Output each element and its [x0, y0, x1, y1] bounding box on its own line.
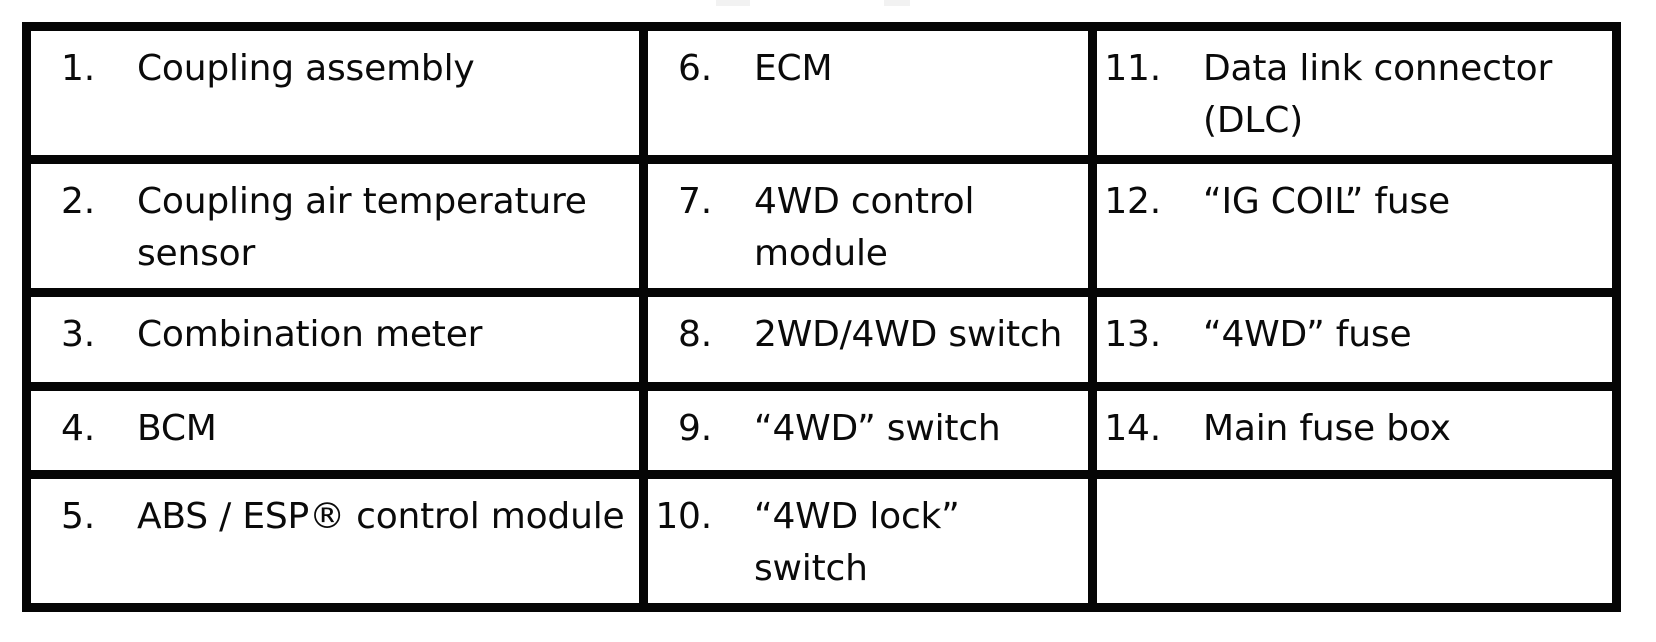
scan-artifact	[716, 0, 750, 6]
table-cell-item-13: 13. “4WD” fuse	[1088, 288, 1621, 391]
item-number: 2.	[61, 181, 95, 222]
item-number: 10.	[655, 496, 712, 537]
table-cell-item-6: 6. ECM	[639, 22, 1097, 164]
item-number: 13.	[1104, 314, 1161, 355]
table-cell-item-8: 8. 2WD/4WD switch	[639, 288, 1097, 391]
item-number: 7.	[678, 181, 712, 222]
item-number: 14.	[1104, 408, 1161, 449]
table-cell-item-5: 5. ABS / ESP® control module	[22, 470, 648, 612]
item-number: 5.	[61, 496, 95, 537]
table-cell-empty	[1088, 470, 1621, 612]
table-cell-item-2: 2. Coupling air temperature sensor	[22, 155, 648, 297]
table-row: 2. Coupling air temperature sensor 7. 4W…	[22, 155, 1621, 297]
item-label: ECM	[754, 48, 833, 89]
item-number: 9.	[678, 408, 712, 449]
item-label: “4WD” fuse	[1203, 314, 1412, 355]
item-label: Combination meter	[137, 314, 483, 355]
item-label: Coupling assembly	[137, 48, 475, 89]
item-label: Coupling air temperature sensor	[137, 181, 587, 274]
item-number: 1.	[61, 48, 95, 89]
item-label: Data link connector (DLC)	[1203, 48, 1553, 141]
table-cell-item-10: 10. “4WD lock” switch	[639, 470, 1097, 612]
item-label: Main fuse box	[1203, 408, 1451, 449]
components-table: 1. Coupling assembly 6. ECM 11. Data lin…	[22, 22, 1621, 612]
table-row: 4. BCM 9. “4WD” switch 14. Main fuse box	[22, 382, 1621, 479]
item-label: 2WD/4WD switch	[754, 314, 1063, 355]
item-label: 4WD control module	[754, 181, 975, 274]
table-cell-item-9: 9. “4WD” switch	[639, 382, 1097, 479]
item-number: 3.	[61, 314, 95, 355]
table-cell-item-14: 14. Main fuse box	[1088, 382, 1621, 479]
table-row: 3. Combination meter 8. 2WD/4WD switch 1…	[22, 288, 1621, 391]
item-label: “IG COIL” fuse	[1203, 181, 1450, 222]
scan-artifact	[884, 0, 910, 6]
item-number: 11.	[1104, 48, 1161, 89]
item-label: BCM	[137, 408, 217, 449]
item-number: 12.	[1104, 181, 1161, 222]
item-label: ABS / ESP® control module	[137, 496, 625, 537]
table-cell-item-3: 3. Combination meter	[22, 288, 648, 391]
table-cell-item-7: 7. 4WD control module	[639, 155, 1097, 297]
table-cell-item-12: 12. “IG COIL” fuse	[1088, 155, 1621, 297]
item-number: 4.	[61, 408, 95, 449]
item-label: “4WD lock” switch	[754, 496, 960, 589]
table-row: 5. ABS / ESP® control module 10. “4WD lo…	[22, 470, 1621, 612]
item-number: 8.	[678, 314, 712, 355]
item-number: 6.	[678, 48, 712, 89]
table-cell-item-4: 4. BCM	[22, 382, 648, 479]
table-cell-item-1: 1. Coupling assembly	[22, 22, 648, 164]
table-row: 1. Coupling assembly 6. ECM 11. Data lin…	[22, 22, 1621, 164]
table-cell-item-11: 11. Data link connector (DLC)	[1088, 22, 1621, 164]
item-label: “4WD” switch	[754, 408, 1001, 449]
